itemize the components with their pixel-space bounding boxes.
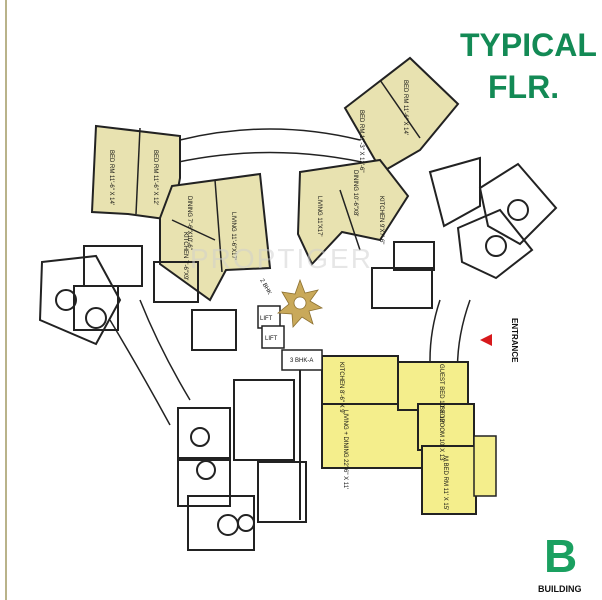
room-nw-bed2: BED RM 11'-6" X 12': [152, 150, 158, 205]
room-ne-bed1: BED RM 11'-3" X 12'-6": [358, 110, 364, 172]
core-lift-2: LIFT: [265, 336, 278, 342]
unit-e: [371, 156, 558, 309]
central-core: [257, 278, 324, 371]
room-se-living: LIVING + DINING 22'-6" X 11': [342, 410, 348, 489]
room-se-kitchen: KITCHEN 8'-6" X 9': [338, 362, 344, 414]
room-se-guest: GUEST BED 10' X 12': [438, 364, 444, 423]
entrance-label: ENTRANCE: [510, 318, 519, 363]
room-ne-dining: DINING 10'-6"X8': [352, 170, 358, 216]
room-se-bed: BEDROOM 10' X 13': [438, 406, 444, 462]
building-label: BUILDING: [538, 584, 582, 594]
unit-nw: [90, 124, 272, 302]
room-tags: BED RM 11'-6" X 14' BED RM 11'-6" X 12' …: [108, 80, 448, 510]
core-2bhk: 2 BHK: [258, 278, 272, 296]
room-ne-living: LIVING 11'X17': [316, 196, 322, 237]
room-nw-living: LIVING 11'-6"X17': [230, 212, 236, 260]
core-lift-1: LIFT: [260, 316, 273, 322]
entrance-arrow: [480, 334, 492, 346]
unit-sw: [177, 368, 307, 551]
plan-title-line2: FLR.: [488, 69, 559, 105]
unit-se: [321, 355, 497, 515]
room-se-mbed: M BED RM 11' X 15': [442, 456, 448, 510]
building-letter: B: [544, 530, 577, 582]
room-nw-bed1: BED RM 11'-6" X 14': [108, 150, 114, 205]
watermark: PROPTIGER: [190, 243, 373, 274]
entrance-marker: ENTRANCE: [480, 318, 519, 363]
room-ne-bed2: BED RM 11'-6" X 14': [402, 80, 408, 135]
plan-title-line1: TYPICAL: [460, 27, 597, 63]
unit-ne: [296, 56, 460, 266]
room-ne-kitchen: KITCHEN 9'X7'-6": [378, 196, 384, 244]
unit-w: [38, 245, 237, 351]
room-nw-dining: DINING 7'-6"X10'-6": [186, 196, 192, 250]
core-3bhk: 3 BHK-A: [290, 358, 313, 364]
room-nw-kitchen: KITCHEN 7'-6"X9': [182, 232, 188, 280]
